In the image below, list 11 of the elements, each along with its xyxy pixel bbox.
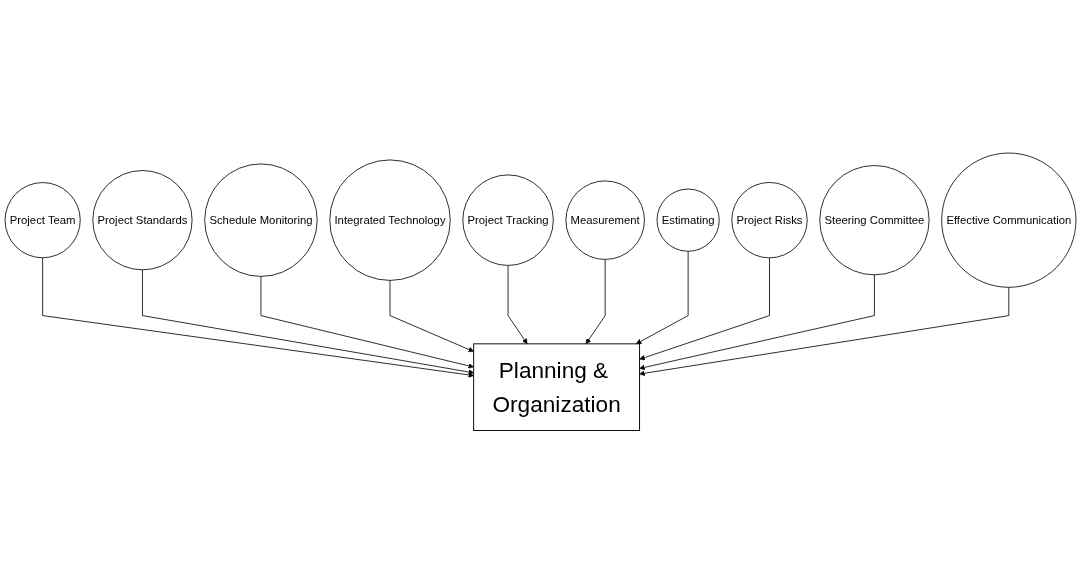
node-circle: Project Team	[4, 182, 81, 259]
node-circle: Integrated Technology	[329, 159, 451, 282]
node-box: Planning & Organization	[473, 343, 641, 432]
node-circle: Project Standards	[92, 170, 193, 271]
node-circle: Measurement	[565, 180, 645, 261]
node-circle: Schedule Monitoring	[204, 163, 318, 278]
node-circle: Effective Communication	[941, 152, 1077, 288]
node-circle: Project Risks	[731, 182, 808, 259]
node-circle: Project Tracking	[462, 174, 554, 267]
node-circle: Estimating	[656, 188, 720, 252]
node-circle: Steering Committee	[819, 165, 930, 276]
